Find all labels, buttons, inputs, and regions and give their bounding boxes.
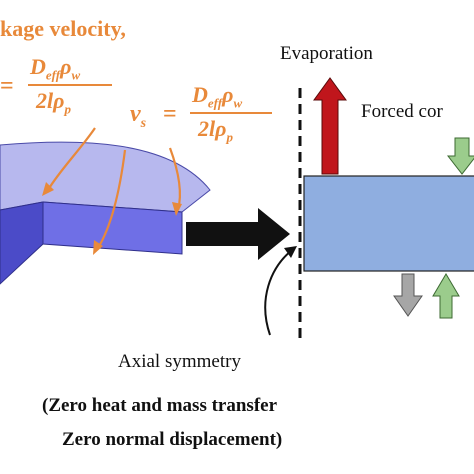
eq-right-fraction-bar	[190, 112, 272, 114]
transition-arrow	[186, 208, 290, 260]
eq-left-fraction-bar	[28, 84, 112, 86]
disk-top-surface	[0, 141, 211, 213]
forced-convection-label: Forced cor	[361, 101, 443, 122]
eq-right-equals: =	[163, 101, 177, 127]
eq-right-denominator: 2lρp	[198, 116, 233, 145]
leader-arrowhead-top	[42, 182, 54, 196]
domain-block	[303, 175, 474, 272]
leakage-velocity-label: kage velocity,	[0, 16, 126, 41]
leader-arrow-top	[47, 127, 96, 191]
leader-arrowhead-right	[172, 202, 182, 216]
axial-symmetry-arrowhead	[284, 246, 297, 258]
gray-arrow-bottom	[393, 273, 423, 317]
eq-left-equals: =	[0, 73, 14, 99]
eq-left-denominator: 2lρp	[36, 88, 71, 117]
convection-arrow-top	[446, 137, 474, 175]
zero-heat-mass-label: (Zero heat and mass transfer	[42, 395, 278, 416]
axial-symmetry-label: Axial symmetry	[118, 351, 241, 372]
zero-normal-disp-label: Zero normal displacement)	[62, 429, 283, 450]
eq-right-numerator: Deffρw	[192, 82, 243, 111]
axial-symmetry-pointer	[264, 249, 293, 336]
leader-arrow-mid	[97, 149, 127, 249]
evaporation-arrow	[313, 77, 347, 175]
evaporation-label: Evaporation	[280, 43, 373, 64]
disk-side-face	[0, 201, 44, 285]
eq-right-lhs: vs	[130, 101, 147, 131]
leader-arrowhead-mid	[93, 240, 103, 255]
eq-left-numerator: Deffρw	[30, 54, 81, 83]
convection-arrow-bottom	[432, 273, 460, 319]
